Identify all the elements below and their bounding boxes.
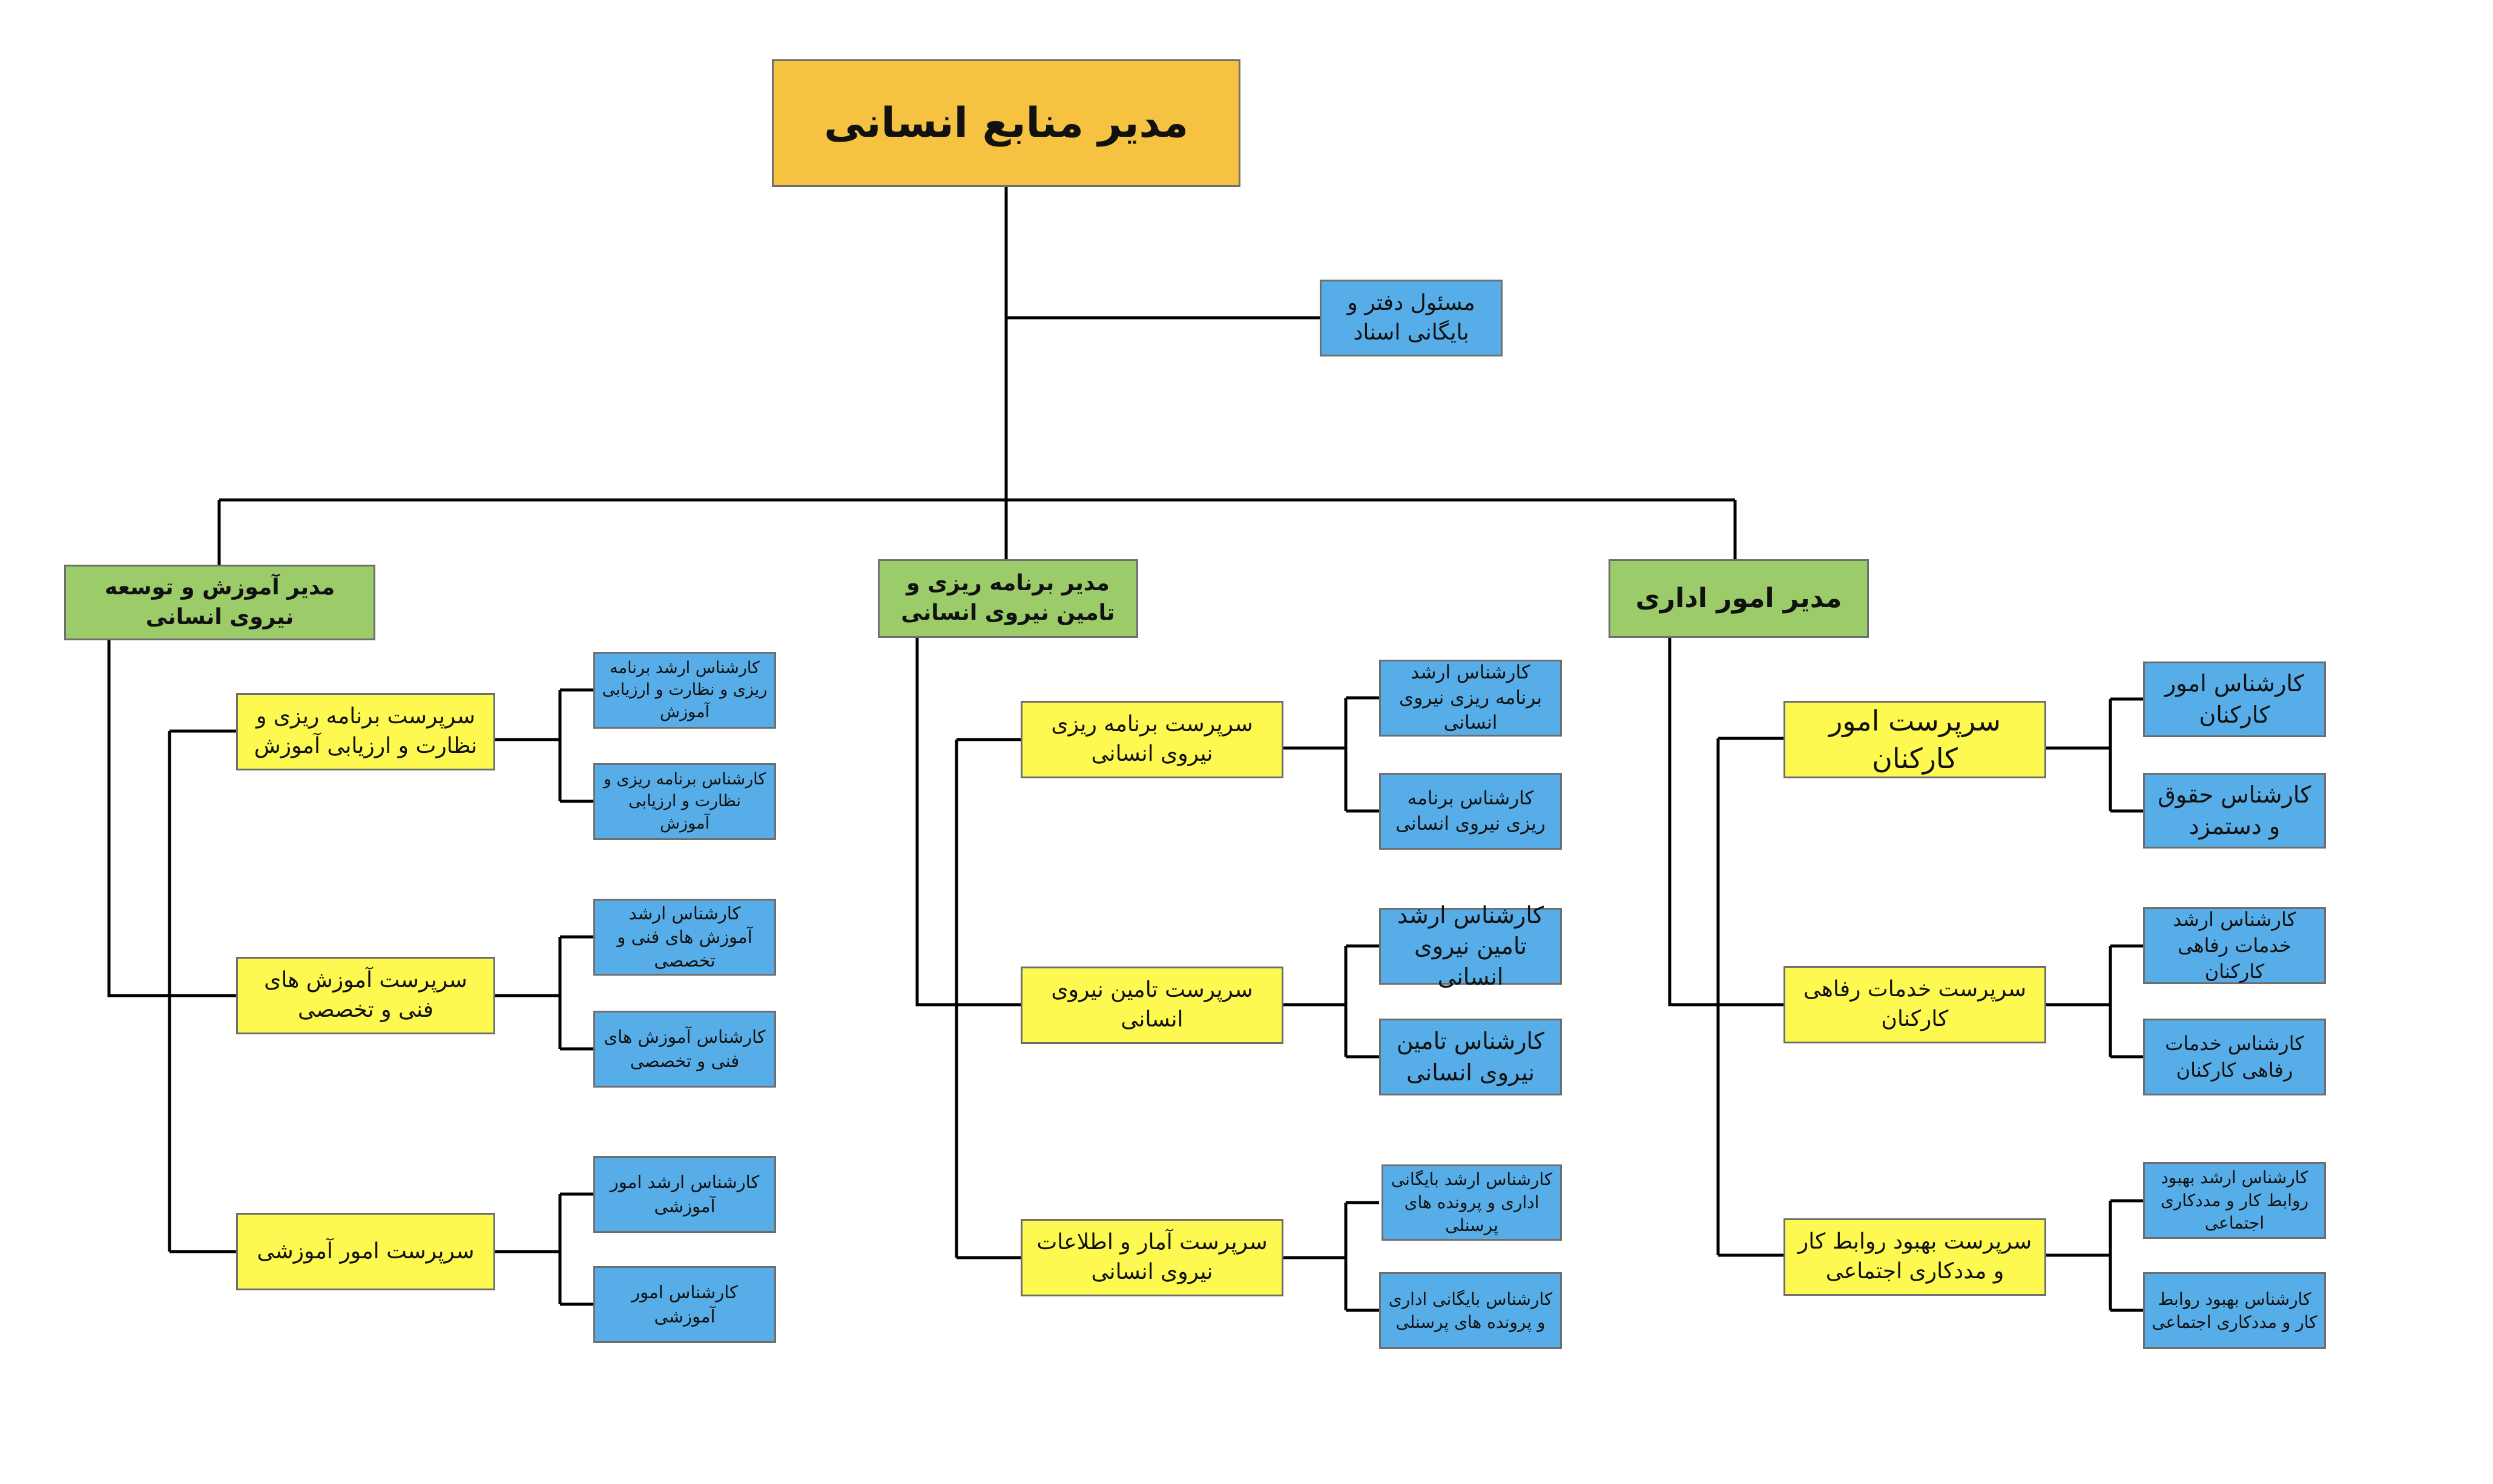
expert-train-affairs-2-node: کارشناس امور آموزشی xyxy=(593,1266,776,1343)
planning-sup3-experts xyxy=(1283,1201,1379,1312)
planning-spine-line xyxy=(915,638,1021,1006)
expert-admin-welfare-2-node: کارشناس خدمات رفاهی کارکنان xyxy=(2143,1019,2326,1095)
training-spine-line xyxy=(107,640,236,997)
expert-plan-supply-2-node: کارشناس تامین نیروی انسانی xyxy=(1379,1019,1562,1095)
manager-admin-node: مدیر امور اداری xyxy=(1609,559,1869,638)
manager-training-node: مدیر آموزش و توسعه نیروی انسانی xyxy=(64,565,375,640)
planning-sup2-experts xyxy=(1283,944,1379,1059)
manager-planning-node: مدیر برنامه ریزی و تامین نیروی انسانی xyxy=(878,559,1138,638)
expert-train-technical-2-node: کارشناس آموزش های فنی و تخصصی xyxy=(593,1011,776,1088)
expert-admin-staff-2-node: کارشناس حقوق و دستمزد xyxy=(2143,773,2326,849)
admin-sup2-experts xyxy=(2046,944,2143,1059)
supervisor-plan-planning-node: سرپرست برنامه ریزی نیروی انسانی xyxy=(1021,701,1283,778)
supervisor-train-planning-node: سرپرست برنامه ریزی و نظارت و ارزیابی آمو… xyxy=(236,693,495,770)
expert-admin-welfare-1-node: کارشناس ارشد خدمات رفاهی کارکنان xyxy=(2143,907,2326,984)
expert-train-affairs-1-node: کارشناس ارشد امور آموزشی xyxy=(593,1156,776,1233)
supervisor-plan-supply-node: سرپرست تامین نیروی انسانی xyxy=(1021,967,1283,1044)
expert-admin-relations-2-node: کارشناس بهبود روابط کار و مددکاری اجتماع… xyxy=(2143,1272,2326,1349)
expert-admin-relations-1-node: کارشناس ارشد بهبود روابط کار و مددکاری ا… xyxy=(2143,1162,2326,1239)
supervisor-plan-stats-node: سرپرست آمار و اطلاعات نیروی انسانی xyxy=(1021,1219,1283,1296)
admin-spine-line xyxy=(1668,638,1783,1006)
expert-plan-planning-1-node: کارشناس ارشد برنامه ریزی نیروی انسانی xyxy=(1379,660,1562,737)
training-sup1-experts xyxy=(495,688,593,803)
root-node: مدیر منابع انسانی xyxy=(772,59,1240,187)
expert-plan-supply-1-node: کارشناس ارشد تامین نیروی انسانی xyxy=(1379,902,1562,990)
office-node: مسئول دفتر و بایگانی اسناد xyxy=(1320,280,1503,356)
training-sup3-experts xyxy=(495,1192,593,1306)
admin-sup1-experts xyxy=(2046,697,2143,813)
training-sup2-experts xyxy=(495,935,593,1051)
expert-plan-stats-2-node: کارشناس بایگانی اداری و پرونده های پرسنل… xyxy=(1379,1272,1562,1349)
supervisor-train-technical-node: سرپرست آموزش های فنی و تخصصی xyxy=(236,957,495,1034)
expert-plan-stats-1-node: کارشناس ارشد بایگانی اداری و پرونده های … xyxy=(1382,1164,1562,1241)
expert-train-planning-2-node: کارشناس برنامه ریزی و نظارت و ارزیابی آم… xyxy=(593,763,776,840)
expert-train-technical-1-node: کارشناس ارشد آموزش های فنی و تخصصی xyxy=(593,899,776,976)
admin-sup3-experts xyxy=(2046,1199,2143,1312)
supervisor-admin-relations-node: سرپرست بهبود روابط کار و مددکاری اجتماعی xyxy=(1783,1218,2046,1296)
expert-train-planning-1-node: کارشناس ارشد برنامه ریزی و نظارت و ارزیا… xyxy=(593,652,776,729)
expert-admin-staff-1-node: کارشناس امور کارکنان xyxy=(2143,662,2326,737)
planning-sup1-experts xyxy=(1283,696,1379,813)
expert-plan-planning-2-node: کارشناس برنامه ریزی نیروی انسانی xyxy=(1379,773,1562,850)
supervisor-admin-staff-node: سرپرست امور کارکنان xyxy=(1783,701,2046,778)
supervisor-train-affairs-node: سرپرست امور آموزشی xyxy=(236,1213,495,1290)
supervisor-admin-welfare-node: سرپرست خدمات رفاهی کارکنان xyxy=(1783,966,2046,1043)
